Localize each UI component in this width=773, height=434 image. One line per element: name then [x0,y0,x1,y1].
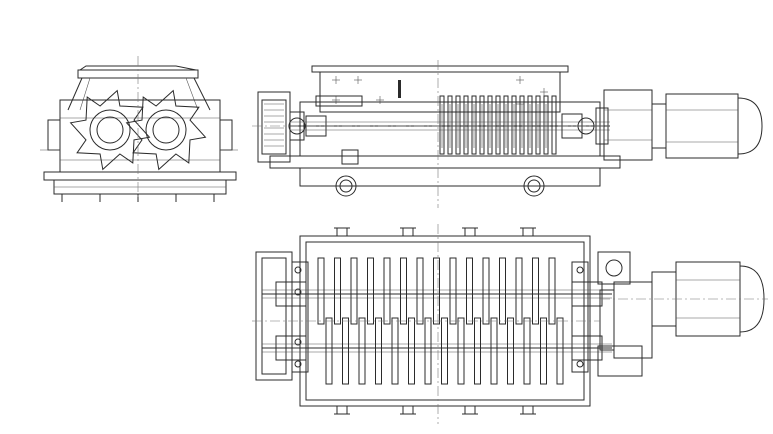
side-view [40,56,238,202]
front-view [252,60,763,208]
top-view [252,224,768,424]
right-cutter-disc [125,89,207,171]
left-cutter-disc [69,89,151,171]
cutter-blades [317,257,564,385]
